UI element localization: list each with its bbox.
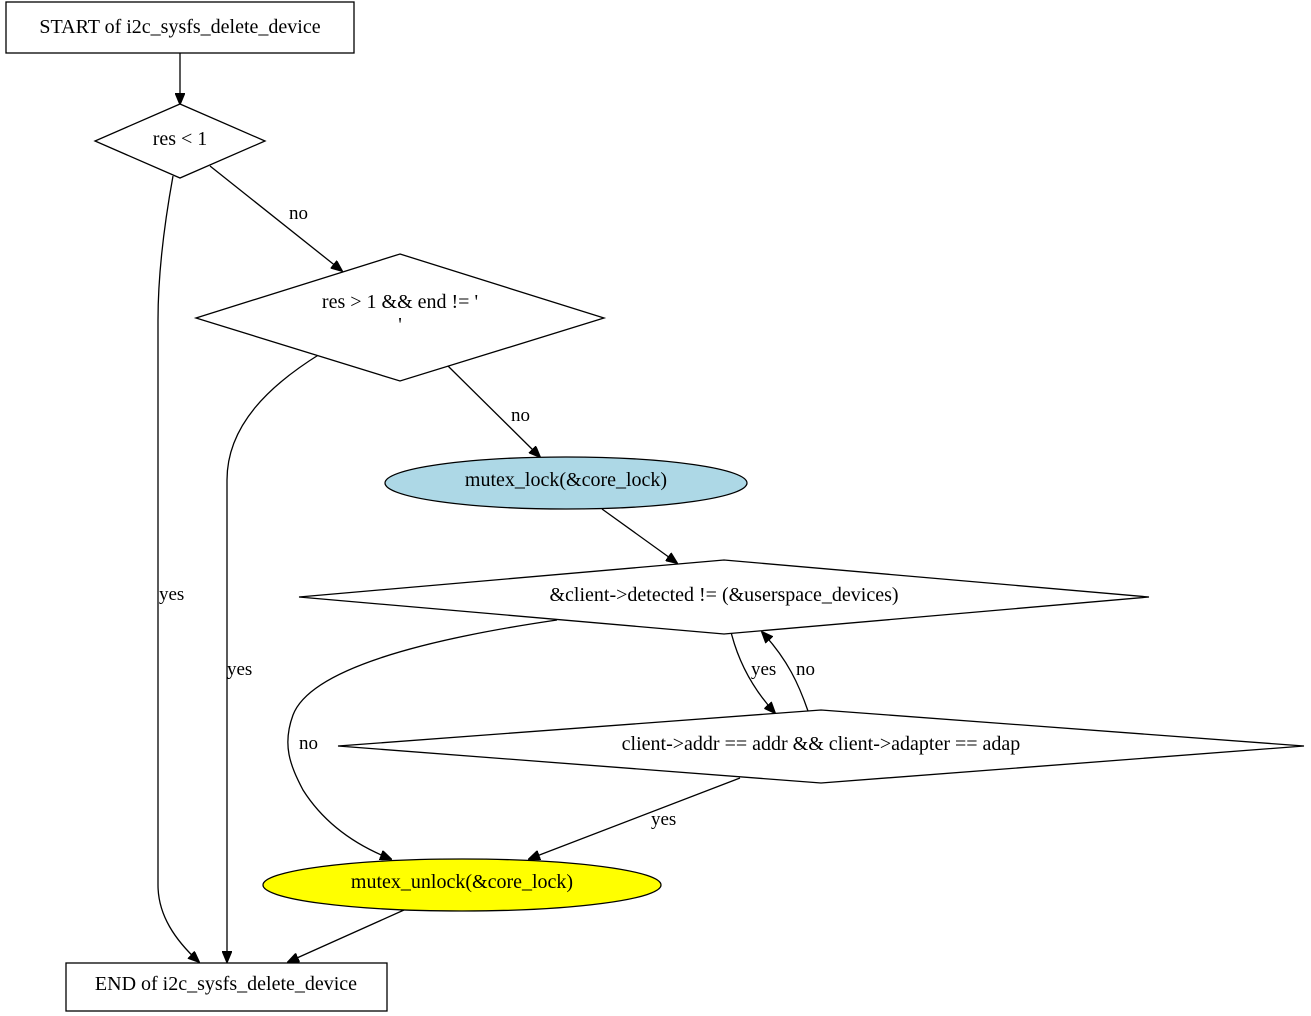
decision-addr-label: client->addr == addr && client->adapter …	[622, 733, 1021, 755]
edge-addr-yes	[529, 777, 741, 859]
edge-detected-yes	[730, 631, 775, 713]
decision-detected-label: &client->detected != (&userspace_devices…	[549, 584, 898, 606]
edge-mutex-unlock-to-end	[288, 909, 405, 962]
decision-res-lt-1-label: res < 1	[153, 128, 208, 150]
edge-label-addr-no: no	[796, 659, 815, 680]
end-label: END of i2c_sysfs_delete_device	[95, 973, 357, 995]
edge-res-lt-1-yes	[157, 175, 199, 962]
edge-label-res-lt-1-no: no	[289, 203, 308, 224]
edge-res-lt-1-no	[209, 165, 342, 271]
decision-detected: &client->detected != (&userspace_devices…	[298, 559, 1150, 635]
edge-label-detected-yes: yes	[751, 659, 776, 680]
decision-addr: client->addr == addr && client->adapter …	[337, 709, 1305, 784]
mutex-lock-label: mutex_lock(&core_lock)	[465, 469, 667, 491]
mutex-unlock-label: mutex_unlock(&core_lock)	[351, 871, 573, 893]
decision-res-gt-1: res > 1 && end != ' '	[193, 253, 607, 382]
edge-addr-no	[762, 632, 809, 712]
edges: no yes no yes yes no no yes	[157, 53, 815, 962]
decision-res-gt-1-label-line2: '	[398, 314, 402, 336]
edge-label-res-gt-1-no: no	[511, 405, 530, 426]
mutex-lock-node: mutex_lock(&core_lock)	[384, 456, 748, 510]
edge-mutex-lock-to-detected	[601, 508, 677, 563]
edge-res-gt-1-yes	[227, 353, 321, 962]
start-label: START of i2c_sysfs_delete_device	[39, 16, 320, 38]
mutex-unlock-node: mutex_unlock(&core_lock)	[262, 858, 662, 912]
decision-res-lt-1: res < 1	[93, 103, 267, 179]
edge-label-detected-no: no	[299, 733, 318, 754]
edge-detected-no	[287, 619, 558, 859]
edge-res-gt-1-no	[447, 365, 540, 457]
edge-label-res-gt-1-yes: yes	[227, 659, 252, 680]
edge-label-res-lt-1-yes: yes	[159, 584, 184, 605]
edge-label-addr-yes: yes	[651, 809, 676, 830]
end-node: END of i2c_sysfs_delete_device	[65, 962, 388, 1012]
start-node: START of i2c_sysfs_delete_device	[5, 1, 355, 54]
nodes: START of i2c_sysfs_delete_device res < 1…	[5, 1, 1305, 1012]
decision-res-gt-1-label-line1: res > 1 && end != '	[322, 291, 478, 313]
